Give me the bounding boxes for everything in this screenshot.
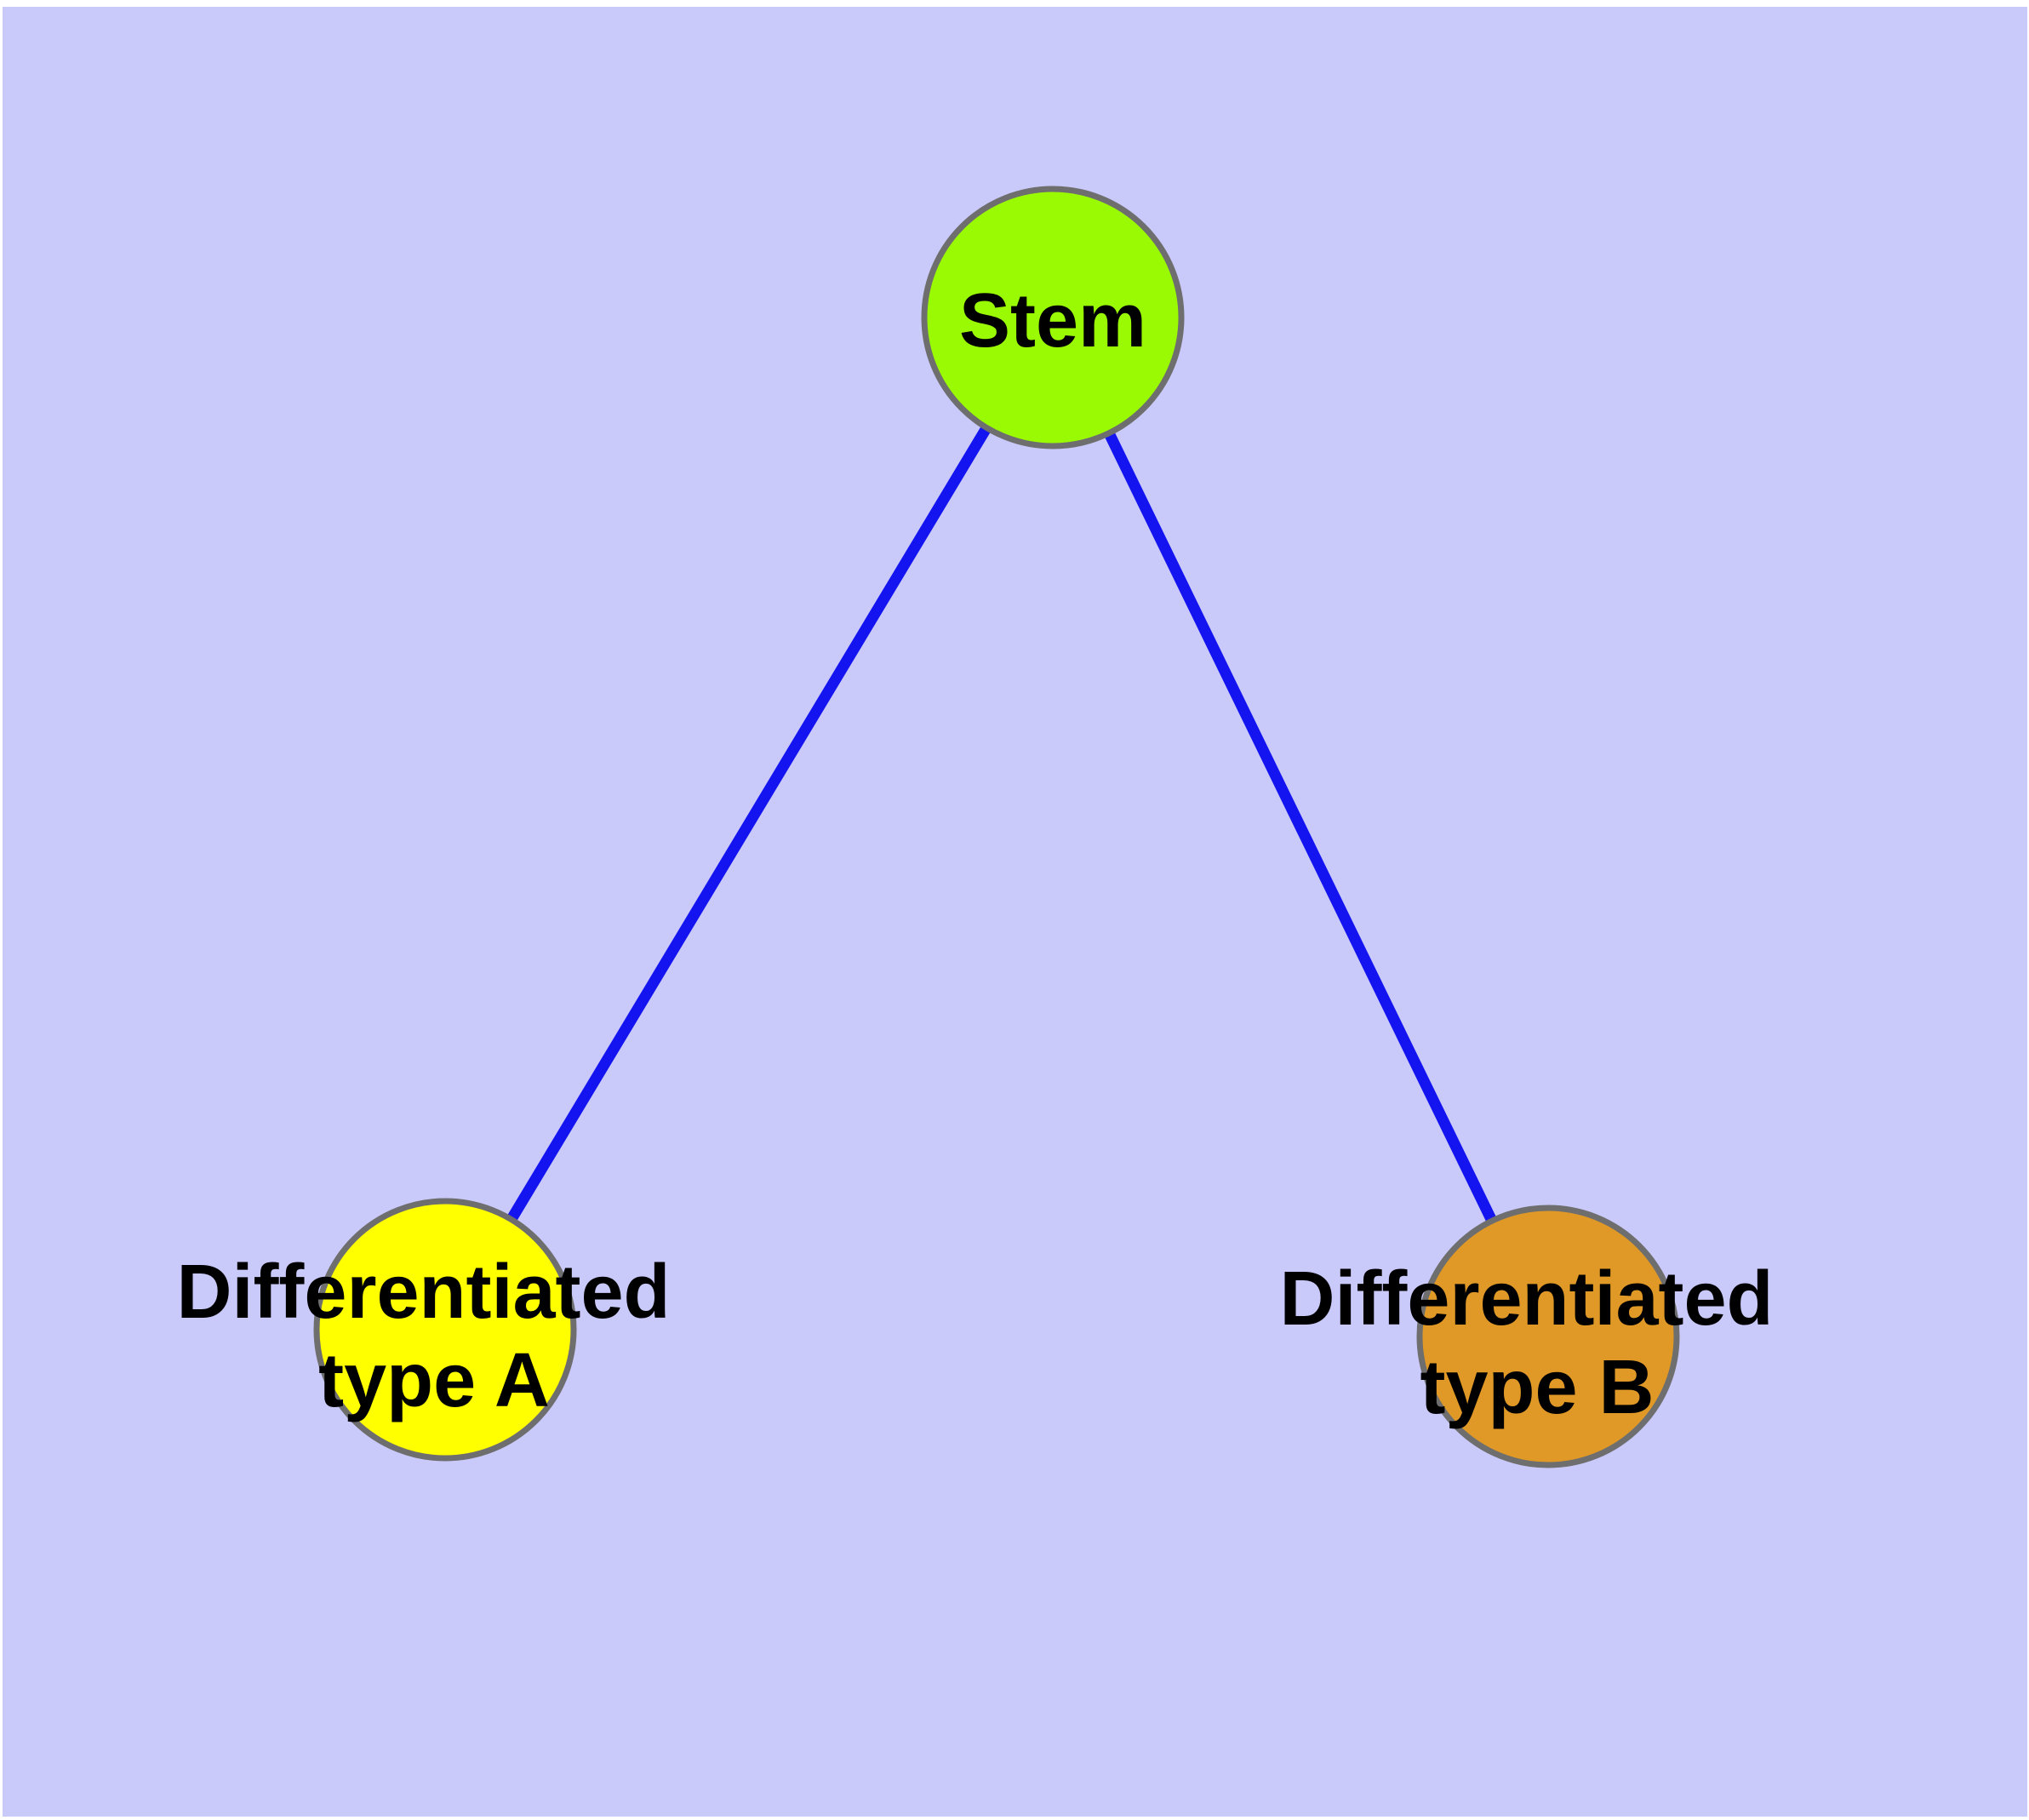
node-type-a-label-line2: type A bbox=[318, 1338, 550, 1423]
node-type-b-label-line2: type B bbox=[1420, 1345, 1654, 1430]
node-type-b-label-line1: Differentiated bbox=[1279, 1256, 1773, 1342]
node-type-b-circle bbox=[1416, 1205, 1680, 1468]
node-stem-label: Stem bbox=[959, 278, 1146, 363]
edge-stem-to-type-b bbox=[1047, 312, 1554, 1342]
node-type-a-circle bbox=[313, 1198, 577, 1462]
node-type-a-label-line1: Differentiated bbox=[176, 1250, 670, 1335]
edge-stem-to-type-a bbox=[439, 312, 1059, 1336]
node-type-b-label: Differentiated type B bbox=[1279, 1256, 1794, 1430]
node-type-a-label: Differentiated type A bbox=[176, 1250, 691, 1423]
node-stem-circle bbox=[921, 186, 1185, 449]
